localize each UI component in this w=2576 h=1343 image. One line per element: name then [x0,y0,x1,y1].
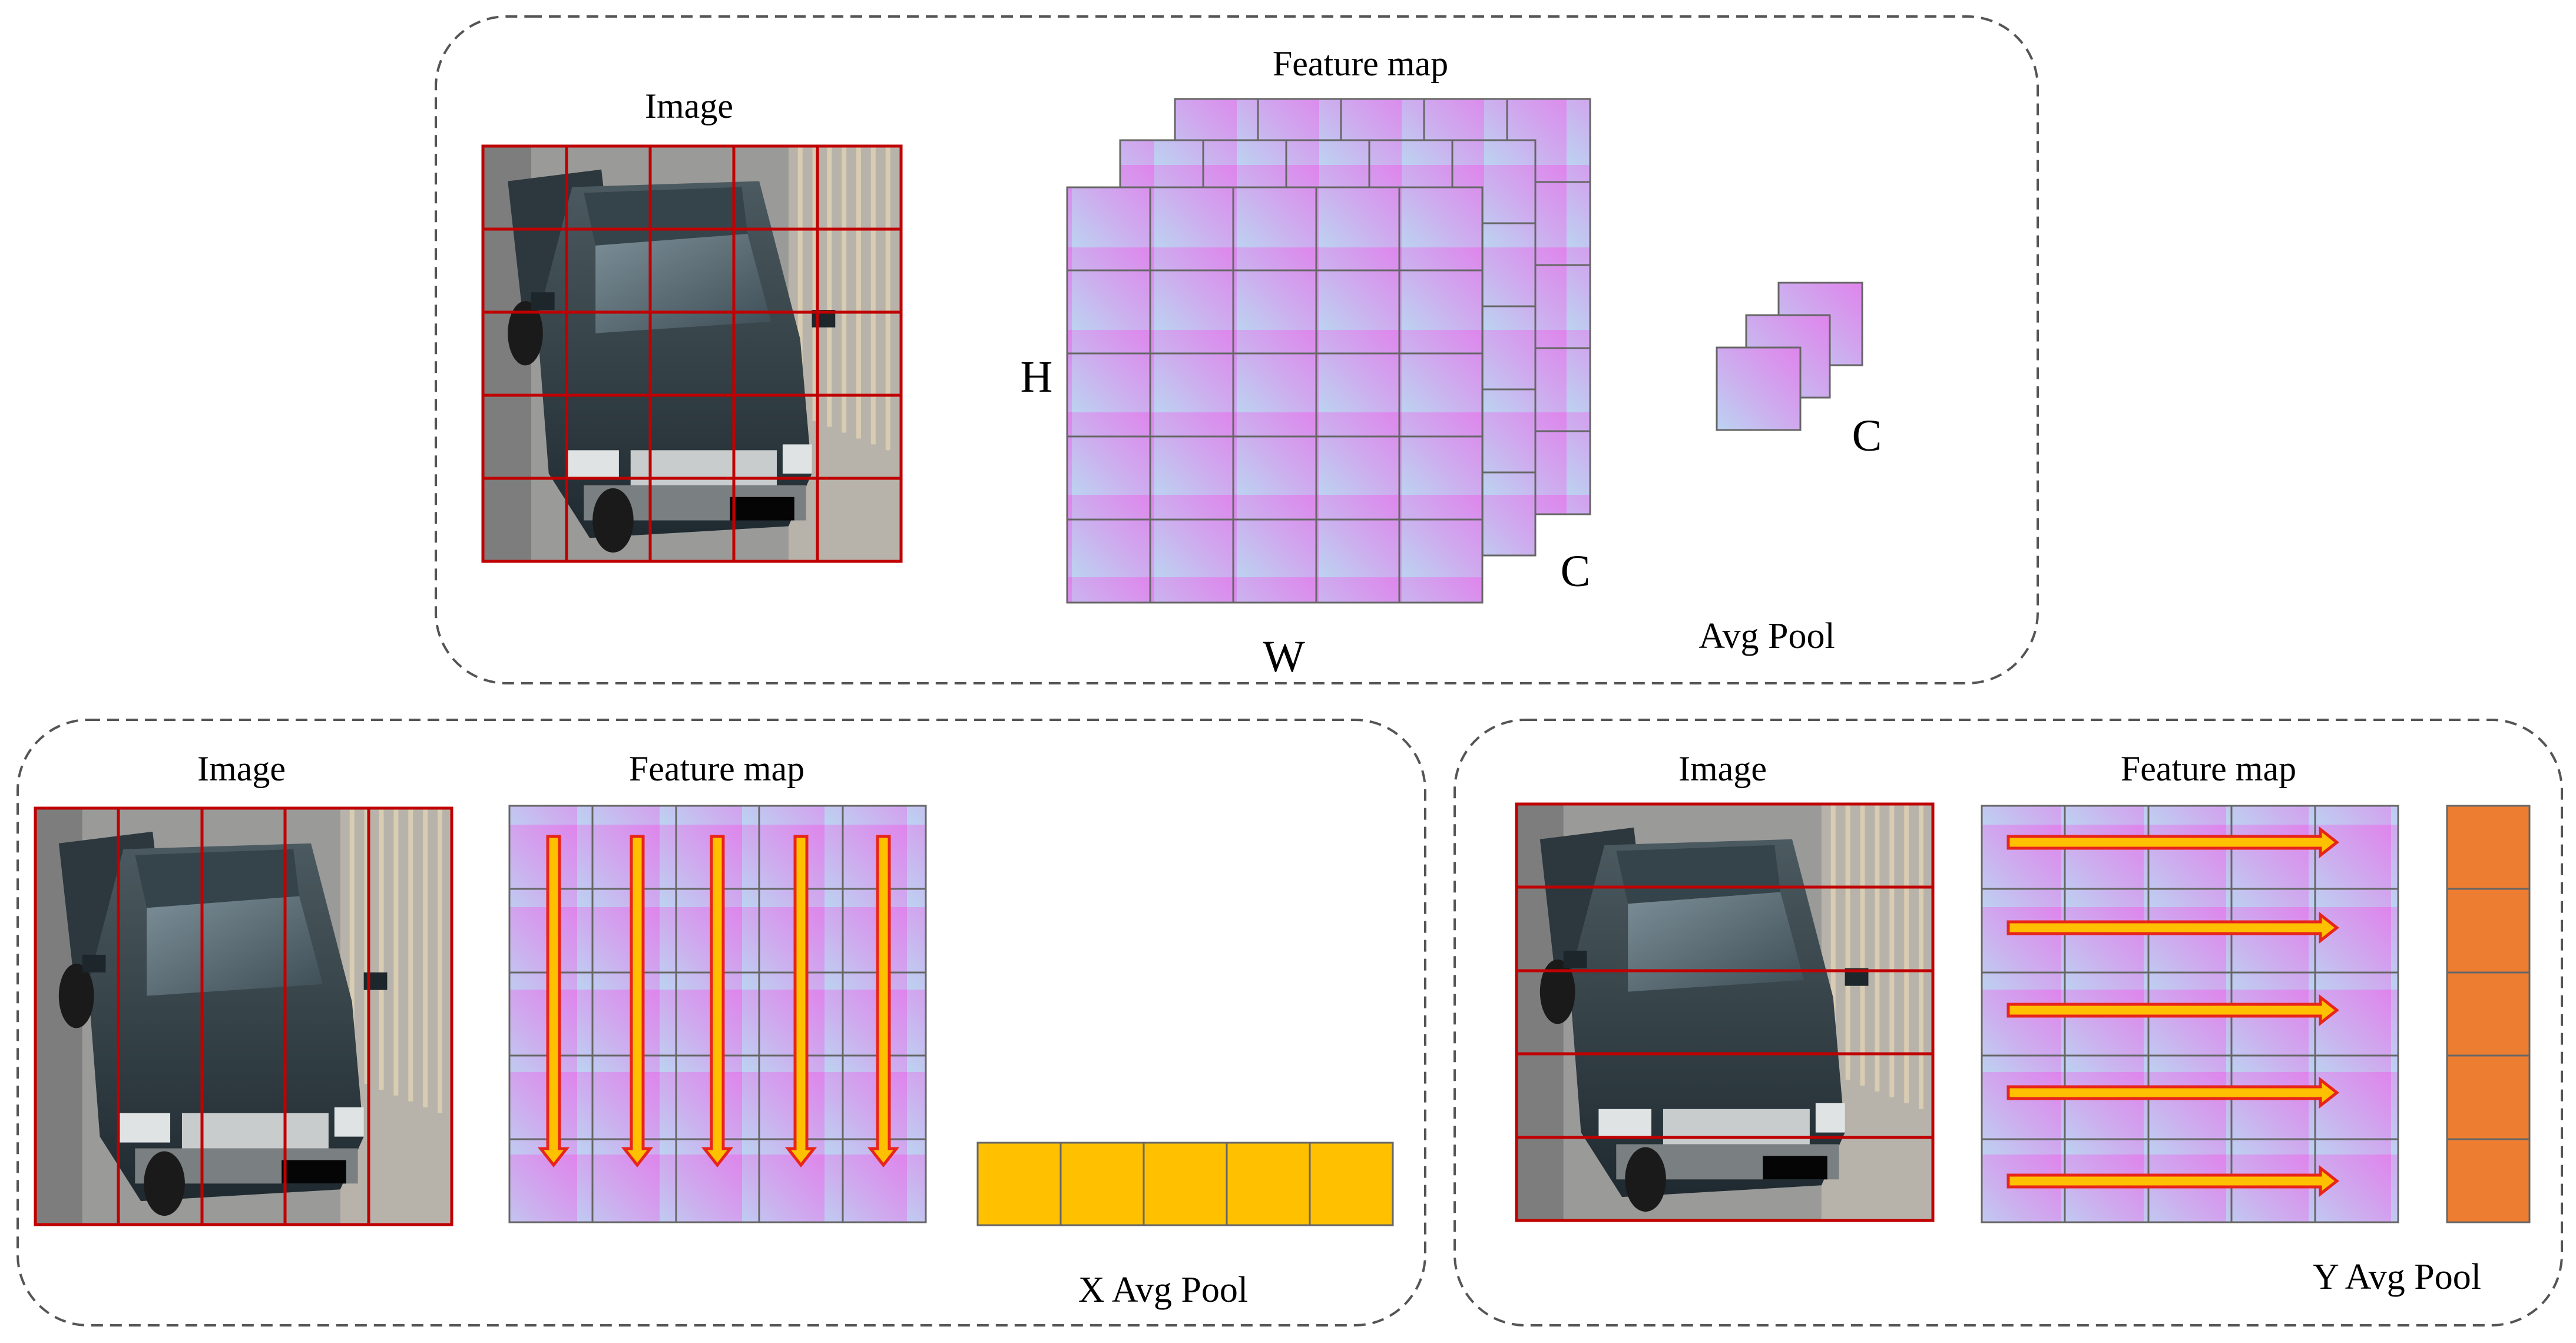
x-pool-feature-map-label: Feature map [629,749,804,788]
right-arrow-4 [2007,1076,2340,1109]
feature-map-layer-front [1066,186,1484,604]
y-pool-feature-map-label: Feature map [2121,749,2296,788]
right-arrow-3 [2007,994,2340,1027]
x-pool-image-label: Image [197,749,286,788]
down-arrow-5 [867,835,900,1168]
y-avg-pool-label: Y Avg Pool [2313,1257,2481,1297]
down-arrow-1 [537,835,570,1168]
down-arrow-2 [621,835,654,1168]
y-pool-image-label: Image [1678,749,1767,788]
feature-map-stack [1066,98,1591,604]
right-arrow-1 [2007,826,2340,859]
top-image-label: Image [645,87,733,125]
dimension-h-label: H [1021,352,1053,402]
dimension-w-label: W [1263,632,1305,682]
x-pool-car-image [34,806,453,1226]
y-pool-output-vector [2446,805,2531,1223]
top-feature-map-label: Feature map [1273,44,1448,83]
right-arrow-2 [2007,911,2340,944]
y-pool-car-image [1515,802,1935,1222]
y-pool-panel-border [1453,719,2563,1327]
vertical-pool-arrows [537,835,900,1168]
pooled-c-label: C [1852,411,1882,461]
down-arrow-4 [784,835,817,1168]
dimension-c-label: C [1561,547,1591,596]
top-panel: Image Feature map [435,15,2039,684]
x-pool-output-vector [976,1142,1394,1226]
right-arrow-5 [2007,1165,2340,1198]
x-avg-pool-label: X Avg Pool [1078,1270,1248,1310]
down-arrow-3 [701,835,734,1168]
top-panel-border [435,15,2039,684]
horizontal-pool-arrows [2007,826,2340,1198]
top-car-image [481,144,903,563]
y-pool-panel: Image Feature map [1453,719,2563,1327]
avg-pool-label: Avg Pool [1698,616,1835,656]
x-pool-panel-border [16,719,1426,1327]
x-pool-panel: Image Feature map [16,719,1426,1327]
pooled-channel-stack [1716,282,1863,431]
